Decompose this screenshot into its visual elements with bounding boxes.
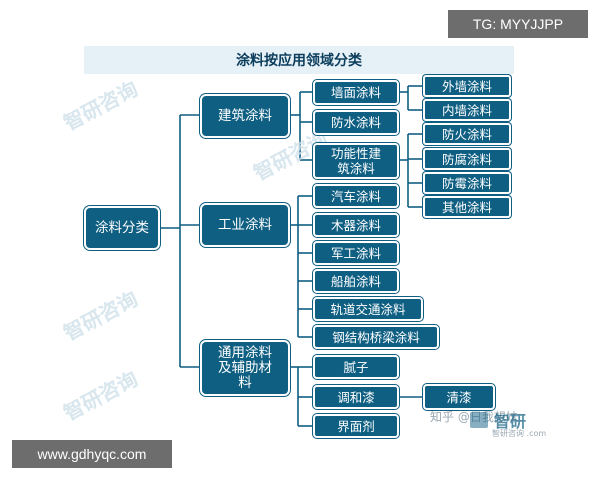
tg-badge: TG: MYYJJPP xyxy=(448,10,588,38)
node-military: 军工涂料 xyxy=(313,241,399,265)
node-blend-paint: 调和漆 xyxy=(313,385,399,409)
node-interior-wall: 内墙涂料 xyxy=(423,99,511,121)
node-wall-paint: 墙面涂料 xyxy=(313,80,399,105)
node-automotive: 汽车涂料 xyxy=(313,184,399,208)
node-steel-bridge: 钢结构桥梁涂料 xyxy=(313,325,439,349)
node-functional-paint: 功能性建 筑涂料 xyxy=(313,143,399,179)
root-node: 涂料分类 xyxy=(84,206,160,250)
node-waterproof-paint: 防水涂料 xyxy=(313,110,399,135)
node-fireproof: 防火涂料 xyxy=(423,123,511,145)
node-industrial: 工业涂料 xyxy=(200,203,290,247)
logo-subtext: 智研咨询 .com xyxy=(492,429,547,438)
node-marine: 船舶涂料 xyxy=(313,269,399,293)
url-badge: www.gdhyqc.com xyxy=(12,440,172,468)
node-wood: 木器涂料 xyxy=(313,213,399,237)
node-mildewproof: 防霉涂料 xyxy=(423,172,511,194)
node-other: 其他涂料 xyxy=(423,196,511,218)
node-exterior-wall: 外墙涂料 xyxy=(423,75,511,97)
node-putty: 腻子 xyxy=(313,355,399,379)
node-general: 通用涂料 及辅助材 料 xyxy=(200,340,290,396)
node-rail-transit: 轨道交通涂料 xyxy=(313,297,423,321)
node-interface-agent: 界面剂 xyxy=(313,414,399,438)
diagram-title: 涂料按应用领域分类 xyxy=(84,46,514,74)
logo-icon xyxy=(470,412,488,428)
logo-text: 智研 xyxy=(494,412,527,431)
node-architectural: 建筑涂料 xyxy=(200,94,290,138)
node-varnish: 清漆 xyxy=(423,384,495,410)
node-anticorrosion: 防腐涂料 xyxy=(423,148,511,170)
